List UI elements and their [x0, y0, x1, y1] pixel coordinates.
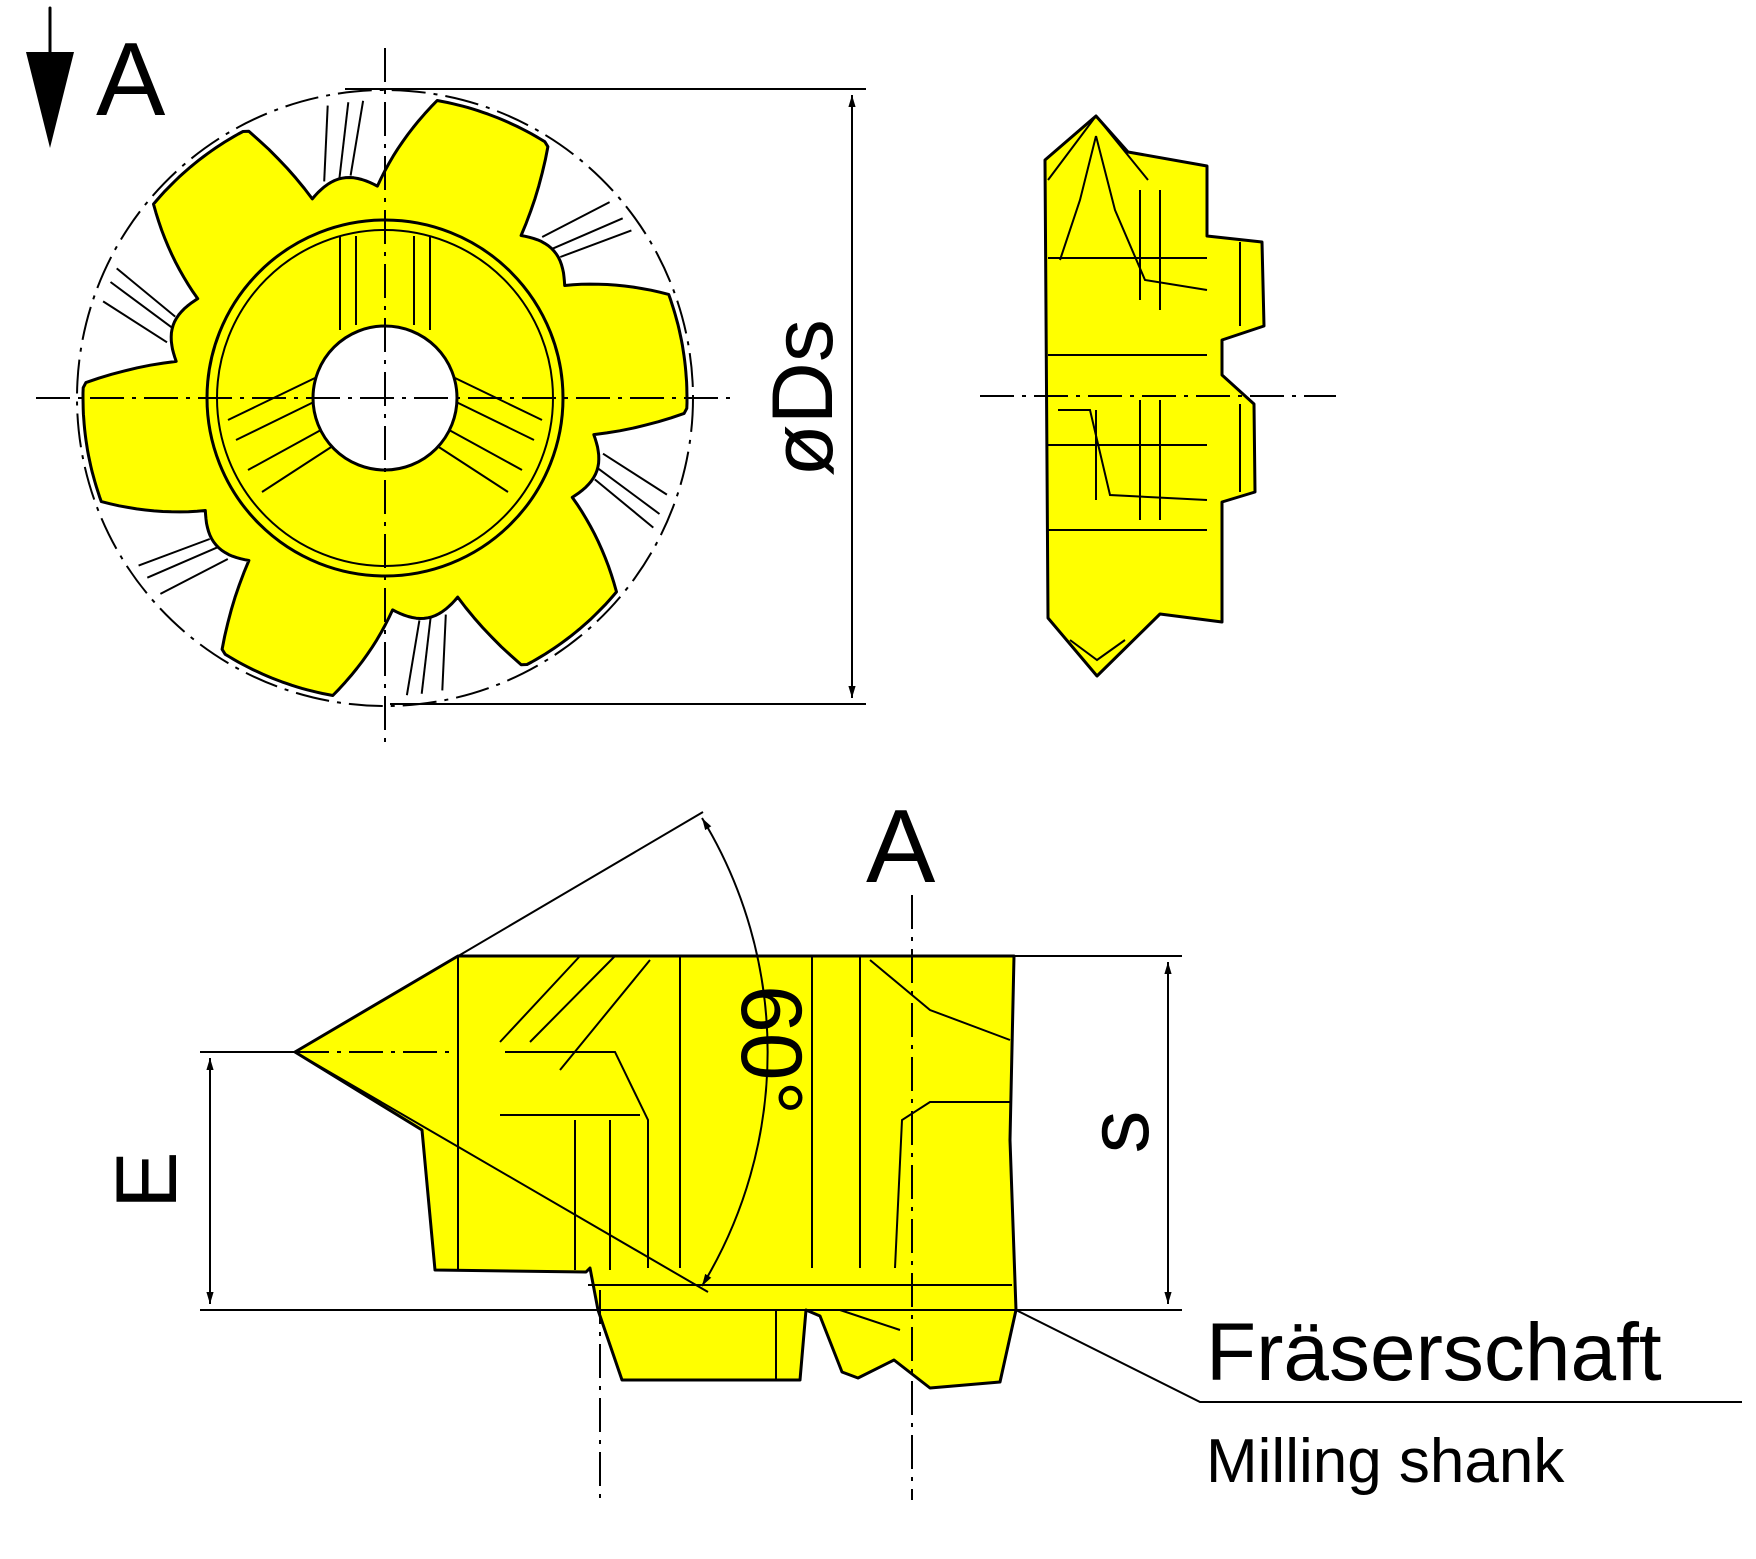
angle-label: 60°	[723, 985, 819, 1115]
callout-en: Milling shank	[1206, 1427, 1565, 1496]
tooth-groove-line	[441, 614, 447, 691]
tooth-groove-line	[159, 558, 229, 595]
callout-de: Fräserschaft	[1206, 1307, 1662, 1398]
e-label: E	[99, 1151, 195, 1208]
tooth-groove-line	[338, 102, 350, 178]
tooth-groove-line	[420, 618, 432, 694]
tooth-groove-line	[349, 100, 365, 176]
tooth-groove-line	[146, 546, 218, 579]
tooth-groove-line	[323, 105, 329, 182]
callout-leader	[1015, 1309, 1742, 1403]
tooth-groove-line	[541, 201, 611, 238]
tooth-groove-line	[594, 478, 654, 529]
s-label: s	[1071, 1111, 1167, 1154]
tooth-groove-line	[559, 229, 632, 258]
tooth-groove-line	[602, 452, 668, 496]
profile-insert-body	[293, 954, 1018, 1390]
tooth-groove-line	[405, 620, 421, 696]
tooth-groove-line	[598, 467, 661, 515]
tooth-groove-line	[102, 300, 168, 344]
tooth-grooves	[102, 100, 668, 696]
angle-arc	[701, 817, 769, 1287]
front-view: øDs	[36, 48, 866, 745]
view-mark-top: A	[96, 22, 166, 138]
view-mark-side: A	[866, 789, 936, 905]
tooth-groove-line	[109, 281, 172, 329]
tooth-groove-line	[138, 538, 211, 567]
side-view	[980, 114, 1336, 678]
profile-view: 60° A s E Fräserschaft Milling shank	[99, 789, 1742, 1500]
tooth-groove-line	[552, 217, 624, 250]
tooth-groove-line	[116, 267, 176, 318]
diameter-label: øDs	[755, 319, 851, 477]
view-arrow-a: A	[26, 6, 166, 148]
